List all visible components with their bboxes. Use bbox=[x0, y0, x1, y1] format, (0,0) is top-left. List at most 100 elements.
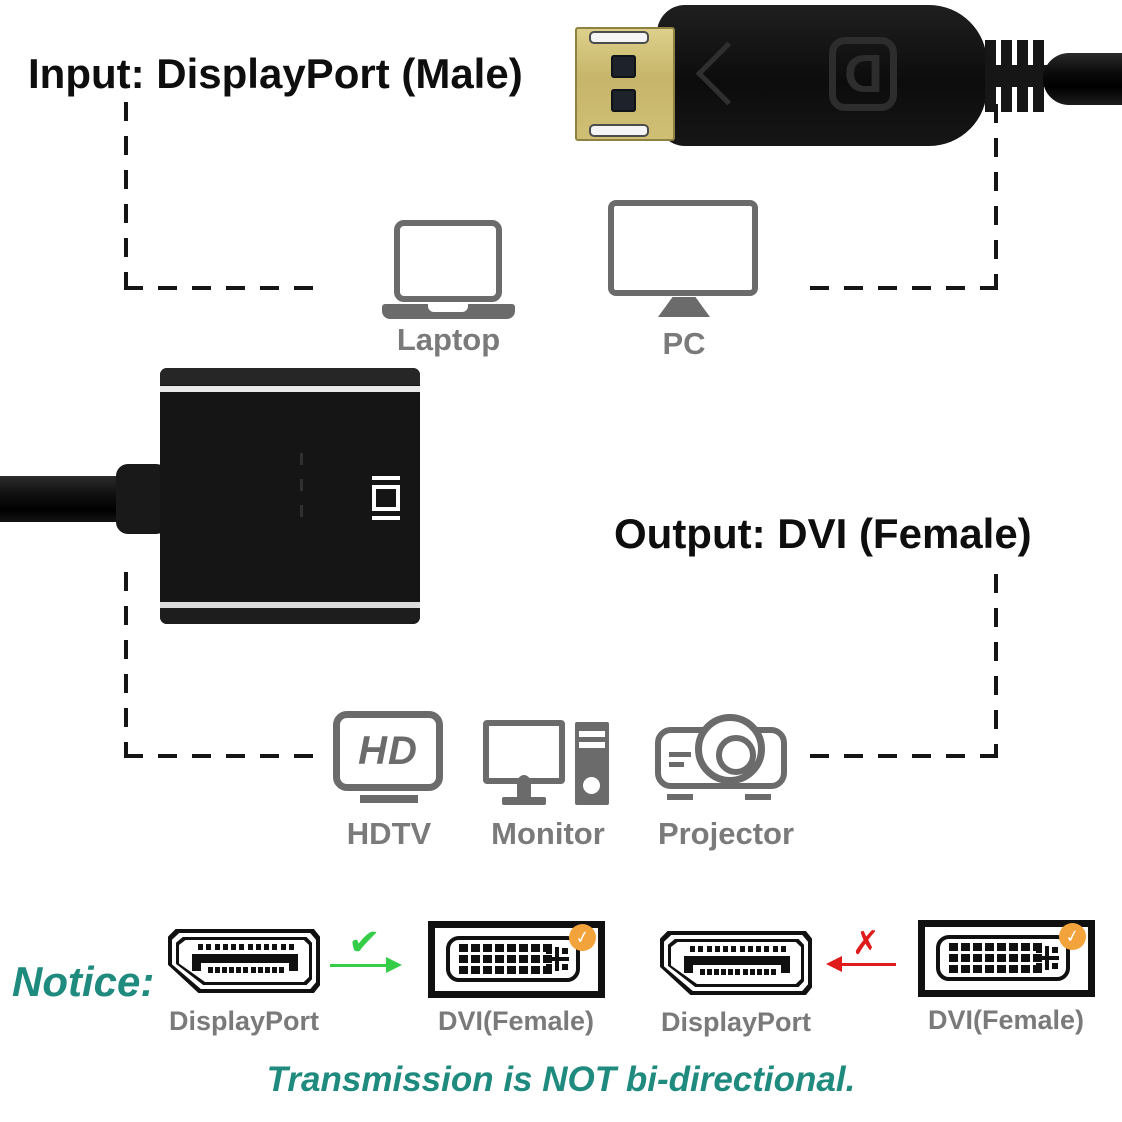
plug-hole bbox=[611, 55, 636, 78]
pin bbox=[1021, 965, 1030, 973]
pin bbox=[772, 946, 778, 952]
pin bbox=[961, 954, 970, 962]
pin bbox=[471, 944, 480, 952]
connector-label: DVI(Female) bbox=[927, 1005, 1085, 1035]
pin bbox=[706, 946, 712, 952]
pin bbox=[288, 944, 294, 950]
pin bbox=[257, 967, 263, 973]
tower-vent bbox=[579, 731, 605, 737]
projector-foot bbox=[667, 794, 693, 800]
adapter-body bbox=[160, 368, 420, 624]
pin bbox=[735, 969, 741, 975]
pin bbox=[483, 955, 492, 963]
transmission-note: Transmission is NOT bi-directional. bbox=[266, 1060, 856, 1099]
pin bbox=[763, 969, 769, 975]
pin bbox=[949, 965, 958, 973]
hd-text: HD bbox=[358, 729, 418, 773]
dashed-connector-line bbox=[994, 104, 998, 290]
hdtv-icon: HD bbox=[333, 711, 445, 806]
pin bbox=[1009, 965, 1018, 973]
pin bbox=[483, 944, 492, 952]
connector-label: DisplayPort bbox=[660, 1007, 812, 1037]
pin bbox=[222, 967, 228, 973]
dp-pins bbox=[690, 946, 786, 952]
pin bbox=[208, 967, 213, 973]
dashed-connector-line bbox=[810, 286, 998, 290]
pin bbox=[749, 969, 755, 975]
pin bbox=[997, 943, 1006, 951]
pc-screen bbox=[608, 200, 758, 296]
projector-icon bbox=[655, 714, 795, 806]
pin bbox=[495, 944, 504, 952]
pin bbox=[973, 965, 982, 973]
projector-vent bbox=[669, 752, 691, 757]
chevron-left-icon bbox=[695, 41, 760, 106]
pc-stand bbox=[658, 297, 710, 317]
pin bbox=[471, 966, 480, 974]
projector-vent bbox=[669, 762, 684, 767]
monitor-label: Monitor bbox=[491, 816, 605, 851]
adapter-highlight bbox=[300, 453, 303, 531]
pin bbox=[272, 944, 278, 950]
pin bbox=[459, 955, 468, 963]
monitor-icon bbox=[483, 716, 613, 808]
pin bbox=[531, 966, 540, 974]
pin bbox=[507, 944, 516, 952]
adapter-stripe bbox=[160, 386, 420, 392]
pin bbox=[507, 966, 516, 974]
pin bbox=[519, 955, 528, 963]
pin bbox=[742, 969, 748, 975]
pin bbox=[949, 954, 958, 962]
pin bbox=[459, 966, 468, 974]
pin bbox=[997, 954, 1006, 962]
dashed-connector-line bbox=[124, 754, 318, 758]
pin bbox=[239, 944, 245, 950]
pin bbox=[222, 944, 228, 950]
pin bbox=[1009, 943, 1018, 951]
projector-lens-inner bbox=[716, 735, 756, 775]
pin bbox=[1021, 943, 1030, 951]
adapter-top-cap bbox=[160, 368, 420, 385]
pin bbox=[255, 944, 261, 950]
pin bbox=[700, 969, 705, 975]
plug-slot bbox=[589, 31, 649, 44]
notice-label: Notice: bbox=[12, 958, 155, 1005]
displayport-connector-icon bbox=[660, 931, 812, 995]
pin bbox=[714, 969, 720, 975]
dvi-adapter-photo bbox=[0, 365, 425, 627]
dvi-connector-icon: ✓ bbox=[918, 920, 1095, 997]
pin bbox=[280, 944, 286, 950]
projector-lens bbox=[695, 714, 765, 784]
adapter-bottom-cap bbox=[160, 608, 420, 624]
plug-slot bbox=[589, 124, 649, 137]
pin bbox=[985, 954, 994, 962]
dp-tongue bbox=[684, 956, 790, 973]
monitor-neck bbox=[517, 784, 531, 797]
dashed-connector-line bbox=[124, 102, 128, 290]
pin bbox=[495, 955, 504, 963]
pin bbox=[236, 967, 242, 973]
check-icon: ✔ bbox=[346, 920, 382, 966]
pin bbox=[271, 967, 277, 973]
laptop-notch bbox=[428, 304, 468, 312]
dvi-connector-icon: ✓ bbox=[428, 921, 605, 998]
pin bbox=[519, 944, 528, 952]
projector-foot bbox=[745, 794, 771, 800]
pin bbox=[1009, 954, 1018, 962]
pin bbox=[707, 969, 713, 975]
glyph-square bbox=[372, 485, 400, 511]
dp-cable bbox=[1043, 53, 1122, 105]
dvi-port-outline bbox=[446, 936, 580, 982]
dp-pins bbox=[208, 967, 284, 973]
pin bbox=[756, 946, 762, 952]
pin bbox=[747, 946, 753, 952]
tower-vent bbox=[579, 742, 605, 748]
pin bbox=[495, 966, 504, 974]
pin bbox=[250, 967, 256, 973]
dvi-analog-pins-icon bbox=[1035, 946, 1059, 970]
pin bbox=[985, 943, 994, 951]
pin bbox=[1033, 965, 1042, 973]
pin bbox=[543, 966, 552, 974]
pin bbox=[531, 944, 540, 952]
pin bbox=[739, 946, 745, 952]
